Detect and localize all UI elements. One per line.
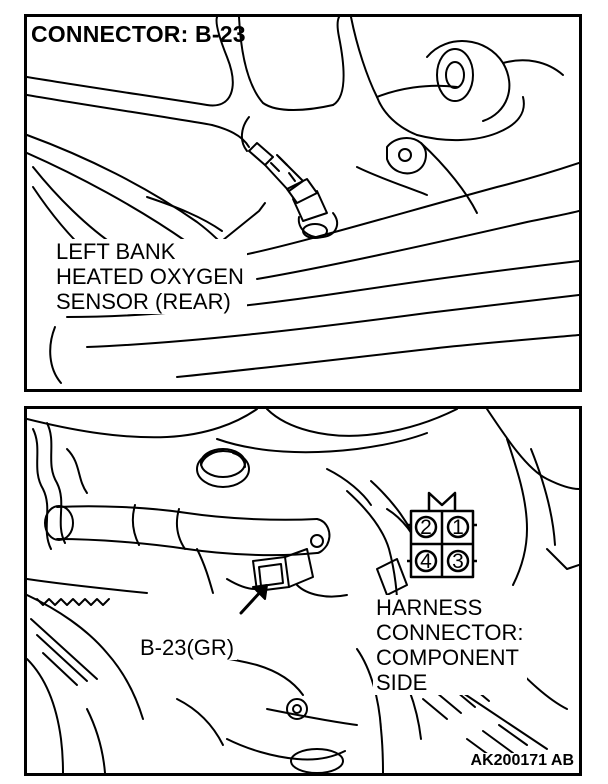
component-label: LEFT BANK HEATED OXYGEN SENSOR (REAR) bbox=[53, 239, 247, 314]
component-label-line-3: SENSOR (REAR) bbox=[56, 289, 231, 314]
harness-label-line-3: COMPONENT bbox=[376, 645, 519, 670]
sensor-location-panel: CONNECTOR: B-23 LEFT BANK HEATED OXYGEN … bbox=[24, 14, 582, 392]
harness-label-line-2: CONNECTOR: bbox=[376, 620, 524, 645]
connector-title: CONNECTOR: B-23 bbox=[31, 21, 246, 47]
harness-connector-face bbox=[407, 491, 477, 579]
connector-location-panel: 2 1 4 3 HARNESS CONNECTOR: COMPONENT SID… bbox=[24, 406, 582, 776]
pin-4: 4 bbox=[420, 550, 432, 573]
pin-2: 2 bbox=[420, 516, 432, 539]
engine-sensor-illustration bbox=[27, 17, 579, 384]
component-label-line-2: HEATED OXYGEN bbox=[56, 264, 244, 289]
connector-callout: B-23(GR) bbox=[137, 635, 238, 660]
harness-label-line-4: SIDE bbox=[376, 670, 428, 695]
engine-bay-illustration bbox=[27, 409, 579, 773]
pin-1: 1 bbox=[452, 516, 464, 539]
harness-connector-label: HARNESS CONNECTOR: COMPONENT SIDE bbox=[373, 595, 527, 695]
harness-label-line-1: HARNESS bbox=[376, 595, 483, 620]
pin-3: 3 bbox=[452, 550, 464, 573]
figure-code: AK200171 AB bbox=[467, 753, 577, 769]
component-label-line-1: LEFT BANK bbox=[56, 239, 176, 264]
